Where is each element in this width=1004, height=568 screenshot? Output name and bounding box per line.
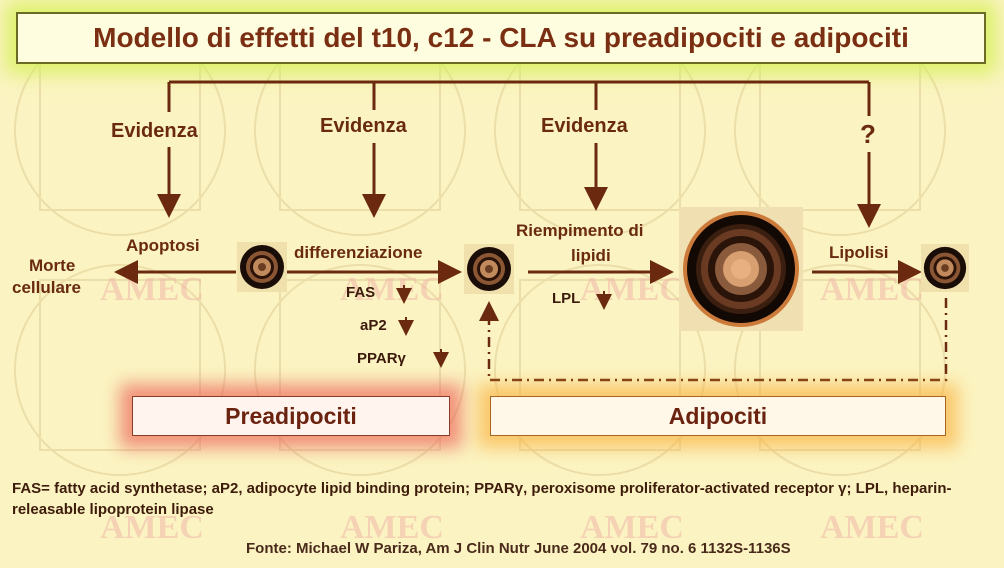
apoptosis-label: Apoptosi bbox=[126, 236, 200, 255]
title-box: Modello di effetti del t10, c12 - CLA su… bbox=[16, 12, 986, 64]
watermark-circle bbox=[494, 264, 706, 476]
evidence-label-2: Evidenza bbox=[320, 115, 407, 137]
evidence-label-3: Evidenza bbox=[541, 115, 628, 137]
feedback-dash-dot-line bbox=[479, 298, 948, 382]
watermark-text: AMEC bbox=[340, 509, 444, 546]
footnote: FAS= fatty acid synthetase; aP2, adipocy… bbox=[12, 480, 952, 518]
preadipocytes-box: Preadipociti bbox=[132, 396, 450, 436]
cell-death-label-line2: cellulare bbox=[12, 278, 81, 297]
adipocytes-box: Adipociti bbox=[490, 396, 946, 436]
cell-death-label-line1: Morte bbox=[29, 256, 76, 275]
lpl-label: LPL bbox=[552, 290, 581, 307]
preadipocytes-label: Preadipociti bbox=[225, 402, 357, 429]
fas-label: FAS bbox=[346, 284, 376, 301]
source-citation: Fonte: Michael W Pariza, Am J Clin Nutr … bbox=[246, 540, 791, 557]
ppar-gamma-label: PPARγ bbox=[357, 350, 406, 367]
differentiated-cell-icon bbox=[464, 244, 514, 294]
lipid-filled-adipocyte-icon bbox=[679, 207, 803, 331]
lipolysis-label: Lipolisi bbox=[829, 243, 889, 262]
adipocytes-label: Adipociti bbox=[668, 402, 768, 429]
lipid-filling-label-line2: lipidi bbox=[571, 246, 611, 265]
page-title: Modello di effetti del t10, c12 - CLA su… bbox=[93, 22, 909, 53]
evidence-label-1: Evidenza bbox=[111, 120, 198, 142]
watermark-text: AMEC bbox=[100, 509, 204, 546]
lipolysis-cell-icon bbox=[921, 244, 969, 292]
preadipocyte-cell-icon bbox=[237, 242, 287, 292]
ap2-label: aP2 bbox=[360, 317, 387, 334]
lipid-filling-label-line1: Riempimento di bbox=[516, 221, 644, 240]
watermark-square bbox=[759, 279, 921, 451]
watermark-circle bbox=[254, 264, 466, 476]
differentiation-label: differenziazione bbox=[294, 243, 423, 262]
watermark-text: AMEC bbox=[580, 509, 684, 546]
evidence-label-unknown: ? bbox=[860, 119, 876, 149]
watermark-text: AMEC bbox=[340, 271, 444, 308]
watermark-text: AMEC bbox=[820, 509, 924, 546]
watermark-square bbox=[519, 279, 681, 451]
